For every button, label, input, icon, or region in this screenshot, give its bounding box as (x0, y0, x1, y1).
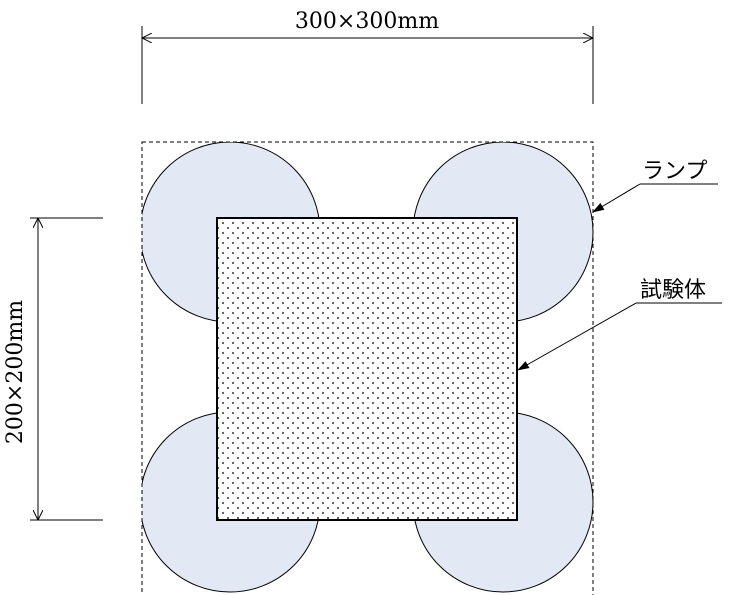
lamp-label: ランプ (642, 159, 707, 184)
lamp-leader-arrow (592, 183, 641, 213)
irradiation-area-outline (141, 141, 594, 595)
outer-dimension-label: 300×300mm (295, 9, 439, 34)
specimen-dot-pattern (217, 218, 517, 520)
specimen-label: 試験体 (640, 278, 706, 303)
specimen (216, 217, 518, 521)
inner-dimension-label: 200×200mm (3, 300, 28, 444)
specimen-leader-arrow (517, 302, 637, 371)
